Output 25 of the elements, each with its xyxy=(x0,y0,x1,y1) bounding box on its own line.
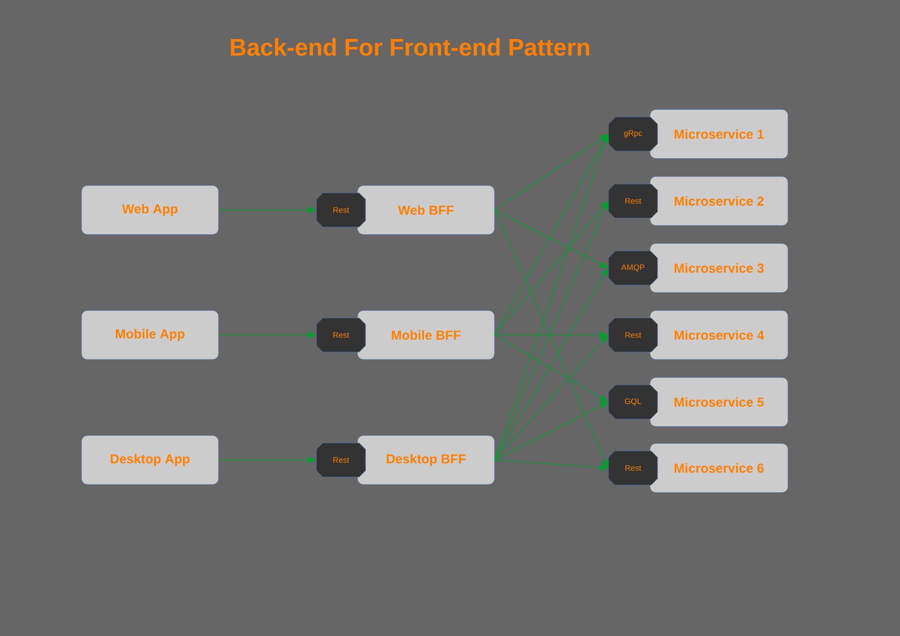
arrow xyxy=(494,134,610,460)
service-box: Microservice 1 xyxy=(650,109,788,159)
service-box: Desktop BFF xyxy=(357,435,495,485)
protocol-tag: AMQP xyxy=(608,250,658,286)
service-box: Desktop App xyxy=(81,435,219,485)
service-box: Mobile BFF xyxy=(357,310,495,360)
service-box: Microservice 3 xyxy=(650,243,788,293)
service-box: Microservice 4 xyxy=(650,310,788,360)
protocol-tag: Rest xyxy=(316,192,366,228)
service-box: Web App xyxy=(81,185,219,235)
arrow xyxy=(494,335,608,460)
protocol-tag: Rest xyxy=(316,442,366,478)
protocol-tag: GQL xyxy=(608,384,658,420)
protocol-tag: Rest xyxy=(608,184,658,218)
service-box: Microservice 2 xyxy=(650,176,788,226)
protocol-tag: Rest xyxy=(608,450,658,486)
service-box: Web BFF xyxy=(357,185,495,235)
arrow xyxy=(494,268,608,460)
protocol-tag: gRpc xyxy=(608,116,658,152)
title: Back-end For Front-end Pattern xyxy=(230,38,590,56)
service-box: Microservice 5 xyxy=(650,377,788,427)
protocol-tag: Rest xyxy=(608,318,658,352)
service-box: Microservice 6 xyxy=(650,443,788,493)
service-box: Mobile App xyxy=(81,310,219,360)
protocol-tag: Rest xyxy=(316,318,366,352)
